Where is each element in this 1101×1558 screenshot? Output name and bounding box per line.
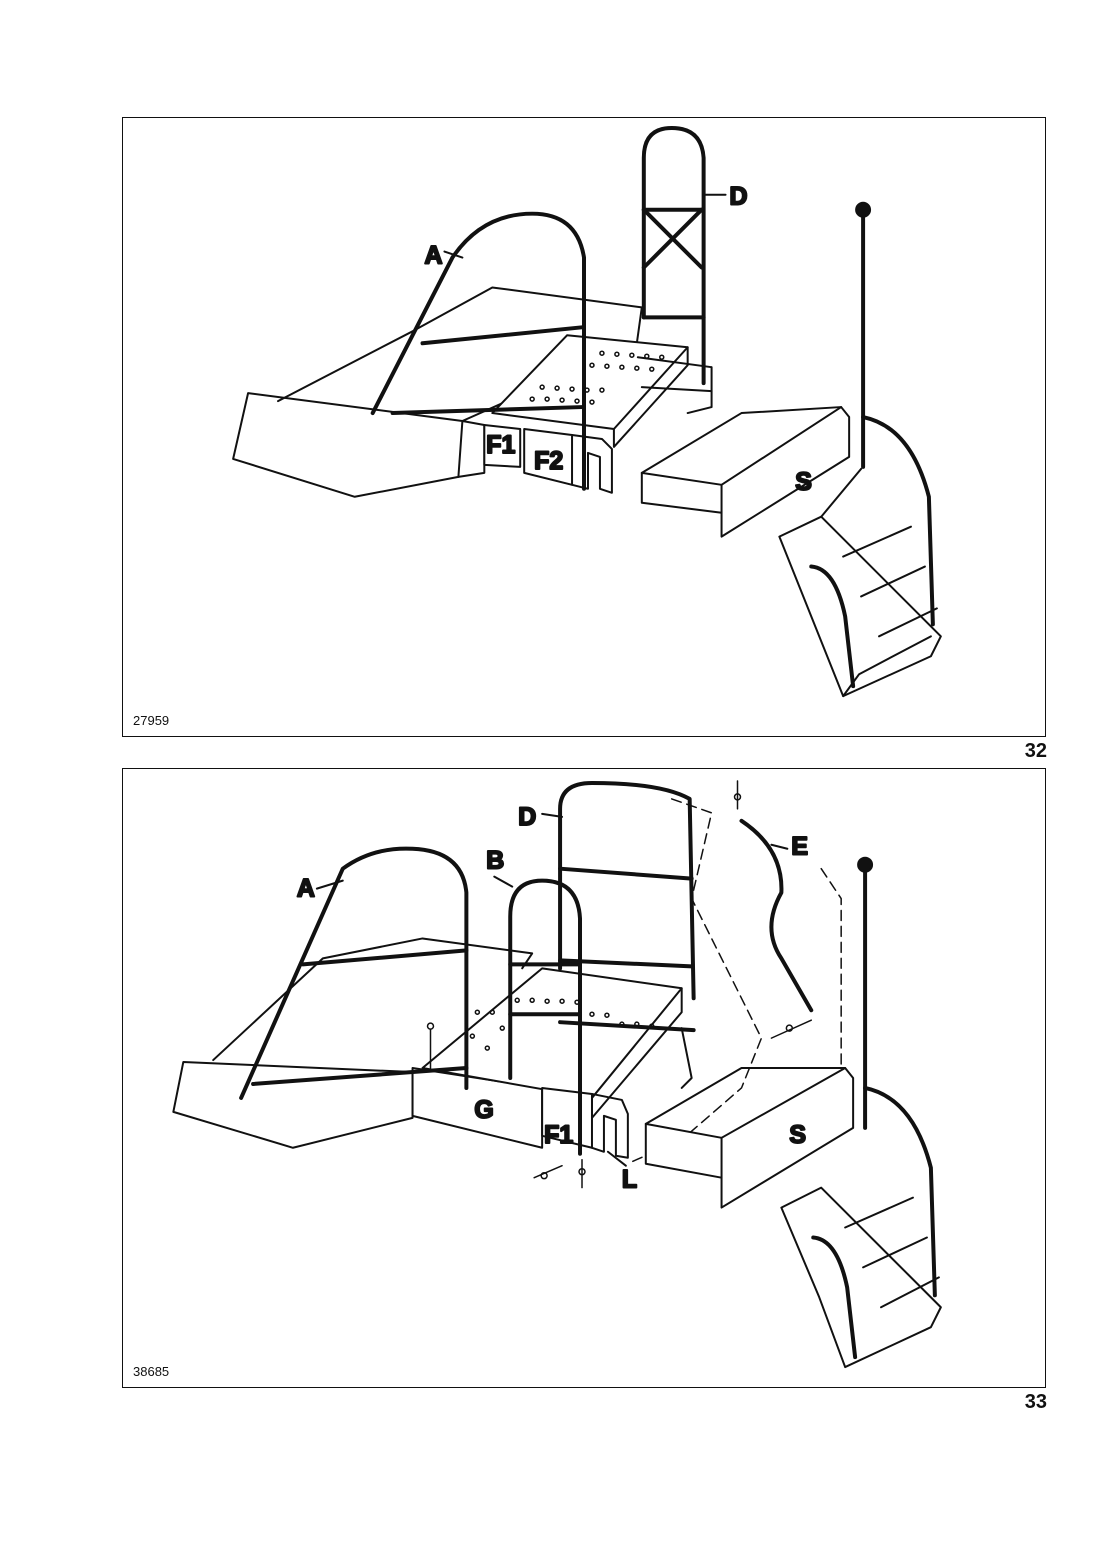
callout-e: E <box>791 833 808 861</box>
callout-s: S <box>789 1121 806 1149</box>
callout-a: A <box>425 242 443 270</box>
alignment-lines <box>631 798 842 1163</box>
handrail-a <box>370 211 586 491</box>
callout-d: D <box>518 803 536 831</box>
callout-g: G <box>474 1096 493 1124</box>
ladder-frame <box>644 1067 942 1369</box>
callout-d: D <box>730 183 748 211</box>
figure-label-33: 33 <box>1024 1391 1047 1413</box>
callout-s: S <box>795 468 812 496</box>
figure-number: 27959 <box>133 713 170 728</box>
gate-d <box>641 125 706 386</box>
figure-number: 38685 <box>133 1364 170 1379</box>
gate-d <box>558 780 696 1033</box>
ladder-handrails <box>809 207 935 689</box>
callout-a: A <box>297 875 315 903</box>
pole-knob-icon <box>855 201 872 218</box>
handrail-a <box>239 846 469 1100</box>
callout-b: B <box>486 847 504 875</box>
ladder-frame <box>640 406 942 698</box>
leader-lines <box>315 812 789 1167</box>
handrail-b <box>508 878 583 1156</box>
leader-lines <box>443 193 727 259</box>
callout-f1: F1 <box>544 1121 573 1149</box>
brace-e <box>739 818 814 1013</box>
figure-panel-32: A D F1 F2 S 27959 <box>122 117 1046 737</box>
floor-plate <box>491 334 689 448</box>
mounting-brackets <box>483 356 713 494</box>
callout-f1: F1 <box>486 431 515 459</box>
figure-panel-33: A B D E G F1 L S 38685 <box>122 768 1046 1388</box>
fasteners <box>426 780 813 1189</box>
platform-assembly-drawing: A B D E G F1 L S <box>172 780 942 1369</box>
ladder-handrails <box>811 862 937 1360</box>
deck-body <box>232 286 643 498</box>
deck-body <box>172 937 544 1149</box>
figure-label-32: 32 <box>1024 740 1047 762</box>
pole-knob-icon <box>857 856 874 873</box>
callout-f2: F2 <box>534 447 563 475</box>
callout-l: L <box>622 1166 637 1194</box>
platform-assembly-drawing: A D F1 F2 S <box>232 125 942 698</box>
